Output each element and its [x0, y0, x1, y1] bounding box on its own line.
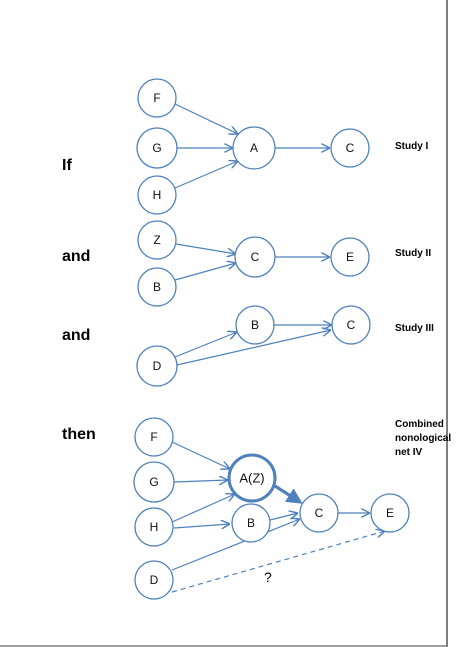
svg-text:B: B [153, 280, 161, 294]
connector-and-1: and [62, 248, 90, 265]
node-c: C [299, 493, 339, 533]
svg-text:G: G [152, 141, 161, 155]
node-b: B [137, 267, 177, 307]
panel-study-1: If Study I F G H A C [62, 78, 429, 215]
svg-text:H: H [150, 520, 159, 534]
node-h: H [137, 175, 177, 215]
edge-z-c [175, 243, 236, 254]
connector-if: If [62, 157, 72, 174]
node-c: C [330, 128, 370, 168]
node-g: G [133, 461, 175, 503]
svg-text:Z: Z [153, 233, 160, 247]
svg-text:B: B [251, 318, 259, 332]
node-e: E [370, 493, 410, 533]
node-b: B [231, 503, 271, 543]
edge-d-c [171, 519, 300, 571]
connector-and-2: and [62, 327, 90, 344]
edge-h-a [174, 161, 238, 189]
panel-study-3: and Study III B C D [62, 305, 434, 387]
node-c: C [234, 236, 276, 278]
combined-label-line-3: net IV [395, 447, 423, 458]
edge-g-az [173, 480, 228, 482]
combined-label-line-2: nonological [395, 433, 451, 444]
node-d: D [136, 345, 178, 387]
node-a: A [232, 126, 276, 170]
svg-text:H: H [153, 188, 162, 202]
svg-text:C: C [346, 141, 355, 155]
connector-then: then [62, 426, 96, 443]
study-3-label: Study III [395, 323, 434, 334]
combined-label-line-1: Combined [395, 419, 444, 430]
edge-d-e-unknown [171, 531, 385, 593]
edge-f-az [171, 441, 230, 469]
node-e: E [330, 237, 370, 277]
svg-text:D: D [150, 573, 159, 587]
node-z: Z [137, 220, 177, 260]
node-b: B [235, 305, 275, 345]
svg-text:E: E [386, 506, 394, 520]
node-g: G [136, 127, 178, 169]
svg-text:F: F [153, 91, 160, 105]
svg-text:C: C [315, 506, 324, 520]
edge-d-b [174, 332, 237, 358]
node-c: C [331, 305, 371, 345]
svg-text:C: C [251, 250, 260, 264]
edge-f-a [174, 103, 238, 134]
svg-text:D: D [153, 359, 162, 373]
node-f: F [134, 417, 174, 457]
svg-text:A(Z): A(Z) [239, 471, 264, 486]
svg-text:E: E [346, 250, 354, 264]
unknown-link-label: ? [264, 569, 272, 585]
edge-d-c [176, 330, 331, 366]
node-d: D [134, 560, 174, 600]
node-a-z: A(Z) [227, 453, 277, 503]
edge-h-az [171, 494, 235, 523]
study-2-label: Study II [395, 248, 431, 259]
svg-text:C: C [347, 318, 356, 332]
node-h: H [134, 507, 174, 547]
study-1-label: Study I [395, 141, 429, 152]
node-f: F [137, 78, 177, 118]
svg-text:G: G [149, 475, 158, 489]
panel-study-2: and Study II Z B C E [62, 220, 431, 307]
edge-az-c [274, 484, 303, 504]
edge-b-c [269, 513, 298, 521]
edge-b-c [174, 263, 236, 281]
svg-text:A: A [250, 141, 258, 155]
edge-h-b [173, 524, 230, 528]
svg-text:B: B [247, 516, 255, 530]
panel-combined-net: then Combined nonological net IV ? F G H… [62, 417, 451, 600]
svg-text:F: F [150, 430, 157, 444]
